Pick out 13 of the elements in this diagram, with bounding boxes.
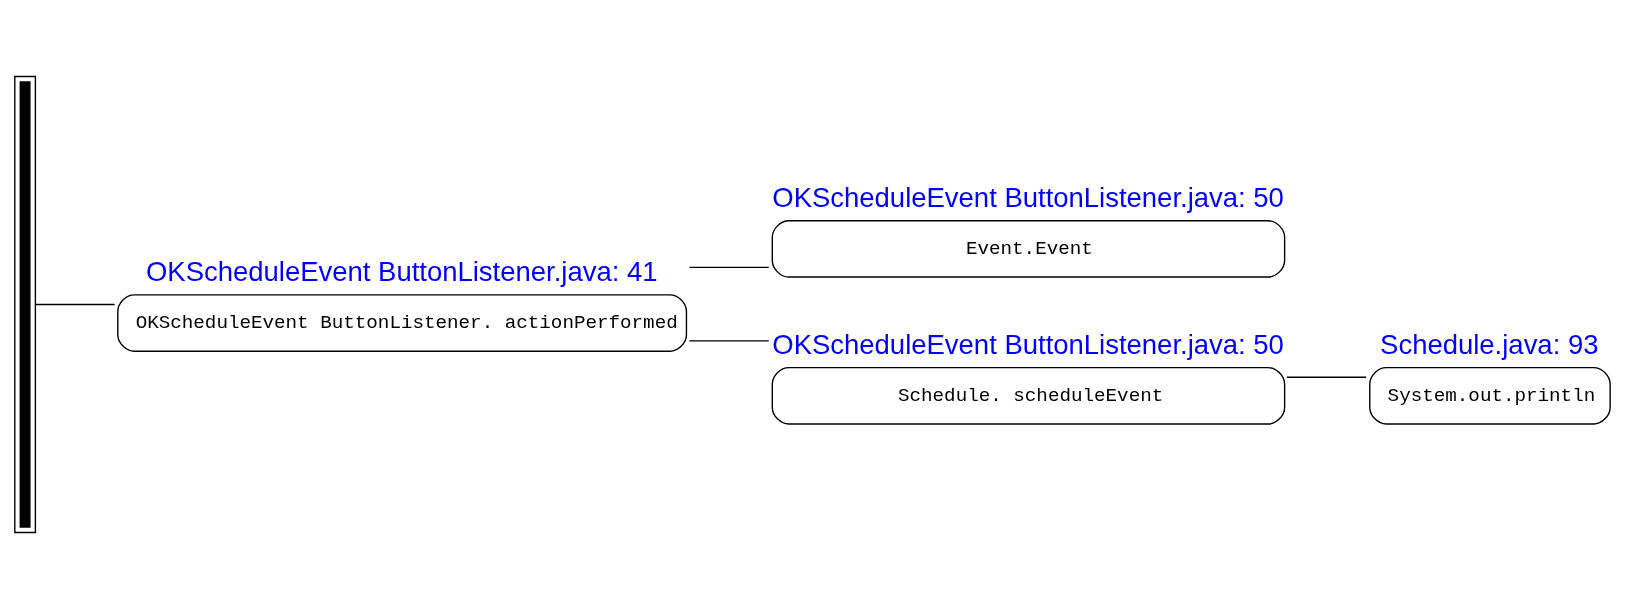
node-label: Schedule.java: 93 — [1380, 328, 1599, 360]
node-label: OKScheduleEvent ButtonListener.java: 50 — [772, 181, 1284, 213]
connector — [688, 340, 770, 342]
connector — [688, 266, 770, 269]
node-label: OKScheduleEvent ButtonListener.java: 41 — [145, 256, 658, 288]
connector — [1286, 376, 1367, 378]
node-bar — [14, 75, 37, 534]
node-label: OKScheduleEvent ButtonListener.java: 50 — [772, 328, 1284, 360]
node-box: OKScheduleEvent ButtonListener. actionPerformed — [117, 294, 688, 352]
node-box: System.out.println — [1369, 367, 1611, 425]
node-box: Event.Event — [771, 220, 1286, 278]
connector — [34, 303, 116, 306]
node-box: Schedule. scheduleEvent — [771, 367, 1286, 425]
